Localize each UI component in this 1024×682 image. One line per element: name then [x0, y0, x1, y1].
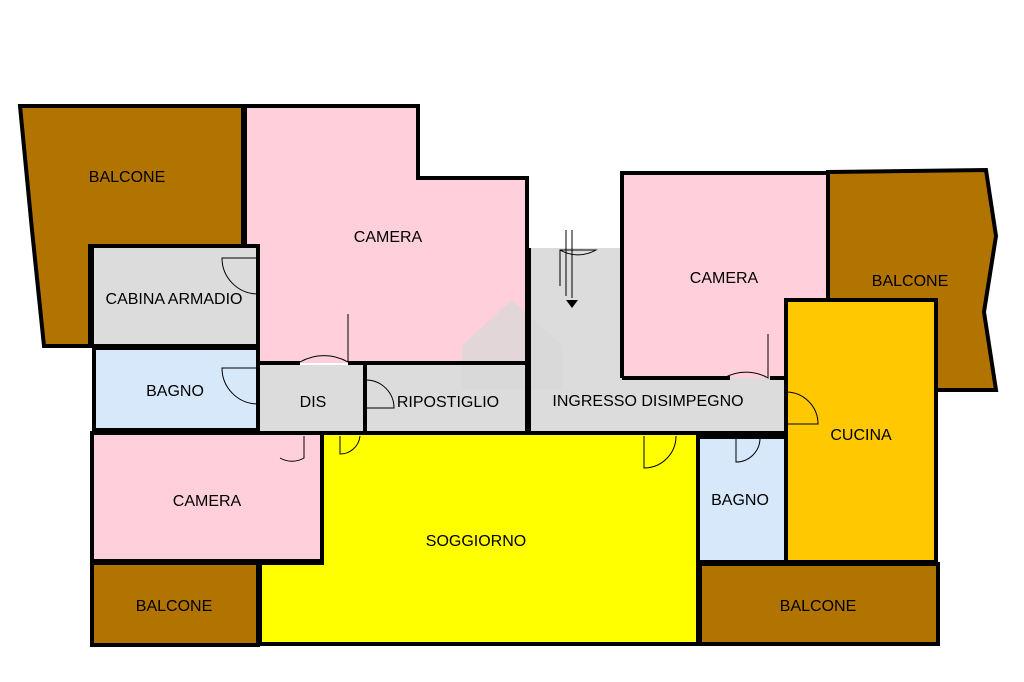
label-soggiorno: SOGGIORNO: [426, 533, 526, 550]
label-cucina: CUCINA: [830, 427, 892, 444]
door-camera-right: [723, 334, 769, 379]
camera-top-outline: [243, 104, 529, 435]
door-soggiorno-right: [643, 435, 677, 469]
door-bagno-right: [735, 437, 761, 463]
walls: [17, 104, 999, 647]
label-camera-top: CAMERA: [354, 229, 423, 246]
label-balcone-bottom-right: BALCONE: [780, 598, 856, 615]
label-balcone-top-left: BALCONE: [89, 169, 165, 186]
label-bagno-left: BAGNO: [146, 383, 204, 400]
label-balcone-bottom-left: BALCONE: [136, 598, 212, 615]
label-camera-left: CAMERA: [173, 493, 242, 510]
watermark-house: [462, 300, 562, 390]
label-ingresso: INGRESSO DISIMPEGNO: [552, 393, 743, 410]
balcone-right-area[interactable]: [828, 170, 996, 390]
label-dis: DIS: [300, 394, 327, 411]
bagno-right-area[interactable]: [698, 437, 786, 562]
doors: [221, 230, 819, 469]
door-cabina: [221, 257, 259, 295]
door-ripostiglio: [365, 379, 395, 409]
door-cucina: [785, 391, 819, 425]
label-balcone-right: BALCONE: [872, 273, 948, 290]
room-labels: BALCONE CAMERA CABINA ARMADIO BAGNO DIS …: [89, 169, 948, 615]
balcone-bottom-left-outline: [90, 561, 260, 647]
watermark-door: [498, 350, 526, 390]
entrance-arrow-head: [566, 300, 578, 308]
door-camera-left: [279, 436, 305, 462]
label-cabina-armadio: CABINA ARMADIO: [106, 291, 243, 308]
cucina-area[interactable]: [786, 300, 936, 562]
camera-left-area[interactable]: [92, 433, 322, 561]
door-camera-top: [299, 314, 349, 363]
balcone-bottom-left-area[interactable]: [92, 563, 258, 645]
door-bagno-left: [221, 367, 259, 405]
cabina-armadio-area[interactable]: [92, 246, 258, 346]
balcone-top-left-area[interactable]: [20, 106, 243, 346]
room-fills: [20, 106, 996, 645]
door-entrance: [559, 249, 598, 286]
camera-top-area[interactable]: [245, 106, 527, 363]
bagno-left-outline: [92, 346, 260, 432]
balcone-bottom-right-area[interactable]: [700, 564, 938, 644]
door-soggiorno-left: [339, 435, 361, 455]
label-ripostiglio: RIPOSTIGLIO: [397, 394, 499, 411]
dis-area[interactable]: [260, 365, 364, 433]
ingresso-area[interactable]: [530, 248, 784, 435]
soggiorno-area[interactable]: [260, 435, 698, 644]
balcone-bottom-right-outline: [698, 562, 940, 646]
bagno-left-area[interactable]: [94, 348, 258, 430]
label-bagno-right: BAGNO: [711, 492, 769, 509]
label-camera-right: CAMERA: [690, 270, 759, 287]
watermark-logo: [462, 300, 562, 390]
